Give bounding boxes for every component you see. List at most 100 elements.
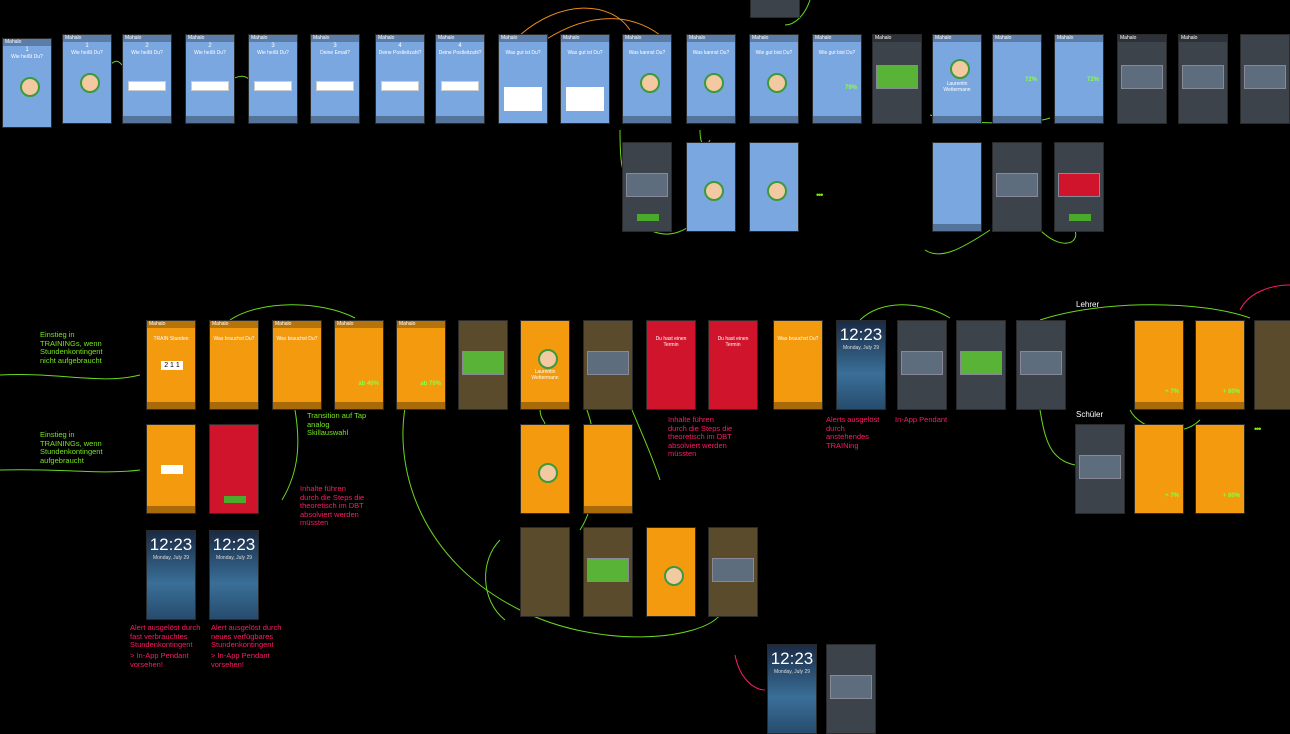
screen-title: Mahalo [815, 35, 832, 41]
lockscreen-alert-3[interactable]: 12:23 Monday, July 29 [209, 530, 259, 620]
confirm-button[interactable] [637, 214, 659, 221]
screen-onboarding-12[interactable]: Mahalo Was kannst Du? [686, 34, 736, 124]
confirm-button[interactable] [1069, 214, 1091, 221]
screen-onboarding-1[interactable]: Mahalo 1 Wie heißt Du? [2, 38, 52, 128]
screen-teacher-rating-1[interactable]: + 7% [1134, 320, 1184, 410]
name-input[interactable] [128, 81, 166, 91]
screen-heading: Was brauchst Du? [213, 336, 255, 342]
message-panel [1020, 351, 1062, 375]
skill-percent: 72% [1024, 77, 1037, 83]
screen-train-hours-empty[interactable] [146, 424, 196, 514]
label-teacher: Lehrer [1076, 300, 1100, 309]
screen-skill-40[interactable]: Mahalo ab 40% [334, 320, 384, 410]
screen-overlay-2[interactable] [583, 320, 633, 410]
screen-sub-2[interactable] [583, 424, 633, 514]
screen-dark-top[interactable] [750, 0, 800, 18]
message-panel [960, 351, 1002, 375]
confirm-button[interactable] [224, 496, 246, 503]
screen-title: Mahalo [378, 35, 395, 41]
note-inapp-pendant: In-App Pendant [895, 415, 948, 424]
screen-branch-5[interactable] [992, 142, 1042, 232]
message-panel [712, 558, 754, 582]
screen-profile-1[interactable]: Mahalo [872, 34, 922, 124]
screen-title: Mahalo [251, 35, 268, 41]
screen-profile-orange[interactable]: Laurentin Wettermann [520, 320, 570, 410]
screen-onboarding-9[interactable]: Mahalo Was gut ist Du? [498, 34, 548, 124]
screen-dark-orange-2[interactable] [583, 527, 633, 617]
screen-onboarding-6[interactable]: Mahalo 3 Deine Email? [310, 34, 360, 124]
screen-inapp-1[interactable] [897, 320, 947, 410]
text-area[interactable] [504, 87, 542, 111]
screen-branch-2[interactable] [686, 142, 736, 232]
screen-onboarding-2[interactable]: Mahalo 1 Wie heißt Du? [62, 34, 112, 124]
screen-train-hours[interactable]: Mahalo TRAIN Stunden 2 1 1 [146, 320, 196, 410]
screen-appointment-2[interactable]: Du hast einen Termin [708, 320, 758, 410]
screen-overlay-edge[interactable] [1254, 320, 1290, 410]
screen-heading: Deine Email? [320, 50, 350, 56]
screen-heading: Deine Postleitzahl? [438, 50, 482, 56]
note-entry-not-used-up: Einstieg in TRAININGs, wenn Stundenkonti… [40, 330, 103, 365]
screen-dark-2[interactable]: Mahalo [1178, 34, 1228, 124]
screen-skill-select-2[interactable]: Mahalo Was brauchst Du? [272, 320, 322, 410]
screen-hours-used-up[interactable] [209, 424, 259, 514]
screen-onboarding-14[interactable]: Mahalo Wie gut bist Du? 79% [812, 34, 862, 124]
message-panel [1079, 455, 1121, 479]
screen-onboarding-11[interactable]: Mahalo Was kannst Du? [622, 34, 672, 124]
zip-input[interactable] [381, 81, 419, 91]
tab-bar [687, 116, 735, 123]
screen-teacher-rating-2[interactable]: + 80% [1195, 320, 1245, 410]
screen-appointment-1[interactable]: Du hast einen Termin [646, 320, 696, 410]
screen-onboarding-5[interactable]: Mahalo 3 Wie heißt Du? [248, 34, 298, 124]
screen-inapp-4[interactable] [826, 644, 876, 734]
step-number: 1 [85, 43, 89, 49]
screen-title: Mahalo [995, 35, 1012, 41]
avatar-icon [664, 566, 684, 586]
screen-skills-2[interactable]: Mahalo 72% [1054, 34, 1104, 124]
screen-onboarding-10[interactable]: Mahalo Was gut ist Du? [560, 34, 610, 124]
screen-overlay-1[interactable] [458, 320, 508, 410]
avatar-icon [767, 73, 787, 93]
screen-onboarding-13[interactable]: Mahalo Wie gut bist Du? [749, 34, 799, 124]
screen-title: Mahalo [313, 35, 330, 41]
screen-dark-1[interactable]: Mahalo [1117, 34, 1167, 124]
lockscreen-alert-2[interactable]: 12:23 Monday, July 29 [146, 530, 196, 620]
name-input[interactable] [191, 81, 229, 91]
screen-branch-3[interactable] [749, 142, 799, 232]
screen-onboarding-4[interactable]: Mahalo 2 Wie heißt Du? [185, 34, 235, 124]
screen-skill-select-1[interactable]: Mahalo Was brauchst Du? [209, 320, 259, 410]
screen-skill-select-3[interactable]: Was brauchst Du? [773, 320, 823, 410]
screen-profile-2[interactable]: Mahalo Laurentin Wettermann [932, 34, 982, 124]
screen-branch-6[interactable] [1054, 142, 1104, 232]
tab-bar [1196, 402, 1244, 409]
message-panel [830, 675, 872, 699]
screen-student-1[interactable] [1075, 424, 1125, 514]
lockscreen-alert-4[interactable]: 12:23 Monday, July 29 [767, 644, 817, 734]
screen-heading: Wie heißt Du? [11, 54, 43, 60]
screen-inapp-3[interactable] [1016, 320, 1066, 410]
screen-student-rating-1[interactable]: + 7% [1134, 424, 1184, 514]
text-area[interactable] [566, 87, 604, 111]
screen-inapp-2[interactable] [956, 320, 1006, 410]
screen-dark-orange-1[interactable] [520, 527, 570, 617]
lockscreen-alert-1[interactable]: 12:23 Monday, July 29 [836, 320, 886, 410]
screen-heading: Du hast einen Termin [717, 336, 749, 348]
screen-student-rating-2[interactable]: + 80% [1195, 424, 1245, 514]
zip-input[interactable] [441, 81, 479, 91]
email-input[interactable] [316, 81, 354, 91]
screen-branch-4[interactable] [932, 142, 982, 232]
email-input[interactable] [254, 81, 292, 91]
more-dots: ••• [1254, 424, 1262, 434]
screen-onboarding-3[interactable]: Mahalo 2 Wie heißt Du? [122, 34, 172, 124]
screen-skill-70[interactable]: Mahalo ab 70% [396, 320, 446, 410]
message-panel [1244, 65, 1286, 89]
screen-branch-1[interactable] [622, 142, 672, 232]
rating-delta: + 7% [1165, 389, 1179, 395]
screen-skills-1[interactable]: Mahalo 72% [992, 34, 1042, 124]
screen-dark-orange-4[interactable] [708, 527, 758, 617]
screen-sub-1[interactable] [520, 424, 570, 514]
screen-onboarding-7[interactable]: Mahalo 4 Deine Postleitzahl? [375, 34, 425, 124]
screen-onboarding-8[interactable]: Mahalo 4 Deine Postleitzahl? [435, 34, 485, 124]
screen-dark-3[interactable] [1240, 34, 1290, 124]
screen-orange-3[interactable] [646, 527, 696, 617]
hours-counter: 2 1 1 [161, 361, 183, 370]
